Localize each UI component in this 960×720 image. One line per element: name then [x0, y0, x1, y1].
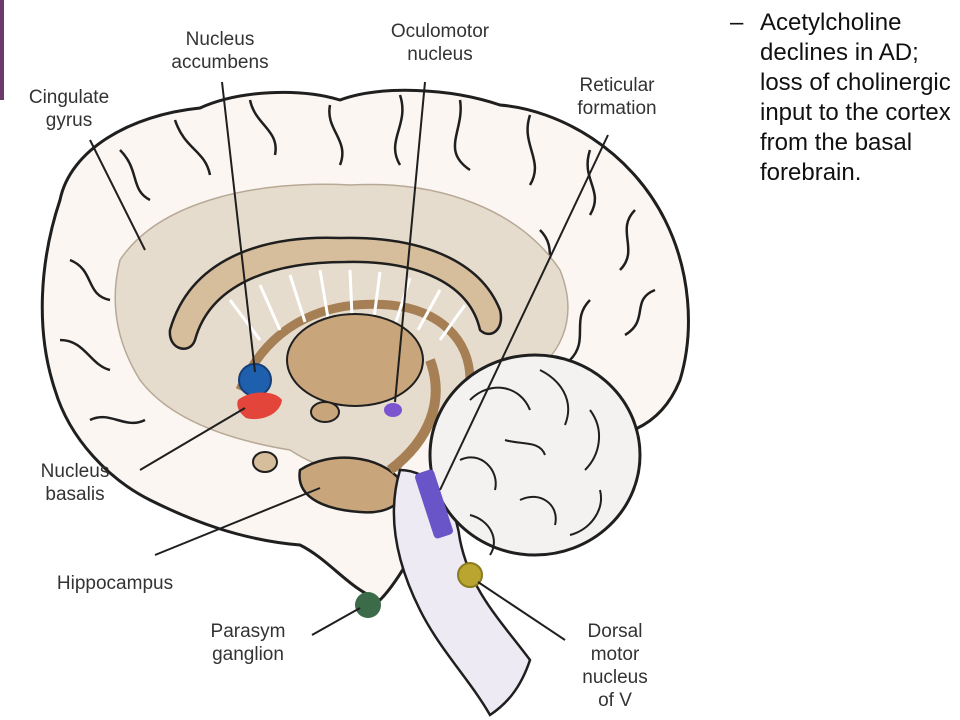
leader-cingulate	[89, 139, 146, 251]
leader-lines	[89, 81, 609, 641]
leader-parasym	[311, 607, 361, 636]
fiber-lines	[228, 269, 467, 341]
label-cingulate-gyrus: Cingulate gyrus	[28, 87, 110, 131]
label-oculomotor-nucleus: Oculomotor nucleus	[390, 21, 490, 65]
dorsal-motor-dot	[457, 562, 483, 588]
brainstem	[392, 468, 532, 717]
label-reticular-formation: Reticular formation	[577, 75, 657, 119]
nucleus-basalis-dot	[237, 392, 282, 420]
parasym-ganglion-dot	[355, 592, 381, 618]
slide-accent-bar	[0, 0, 4, 100]
label-hippocampus: Hippocampus	[56, 573, 174, 594]
corpus-callosum	[168, 236, 503, 350]
limbic-arc	[386, 358, 441, 474]
brain-sagittal-diagram: Nucleus accumbens Oculomotor nucleus Ret…	[28, 21, 690, 717]
cerebellum	[428, 353, 642, 557]
label-dorsal-motor-nucleus: Dorsal motor nucleus of V	[582, 621, 648, 711]
leader-reticular	[439, 134, 609, 491]
leader-basalis	[139, 407, 246, 471]
fornix	[235, 299, 475, 392]
leader-hippocampus	[154, 487, 321, 556]
label-nucleus-accumbens: Nucleus accumbens	[171, 29, 269, 73]
leader-oculomotor	[394, 81, 426, 403]
leader-accumbens	[221, 81, 256, 373]
amygdala-knob	[310, 401, 340, 423]
cerebellum-folia	[459, 369, 602, 556]
brain-illustration	[40, 81, 690, 717]
leader-dorsal	[477, 581, 566, 641]
label-nucleus-basalis: Nucleus basalis	[40, 461, 110, 505]
bullet-text: Acetylcholine declines in AD; loss of ch…	[760, 9, 951, 186]
bullet-dash: –	[730, 9, 744, 36]
bullet-point: – Acetylcholine declines in AD; loss of …	[730, 8, 954, 188]
oculomotor-dot	[384, 403, 402, 417]
thalamus	[286, 313, 424, 407]
label-parasym-ganglion: Parasym ganglion	[210, 621, 286, 665]
mammillary-knob	[252, 451, 278, 473]
reticular-bar	[415, 469, 453, 539]
